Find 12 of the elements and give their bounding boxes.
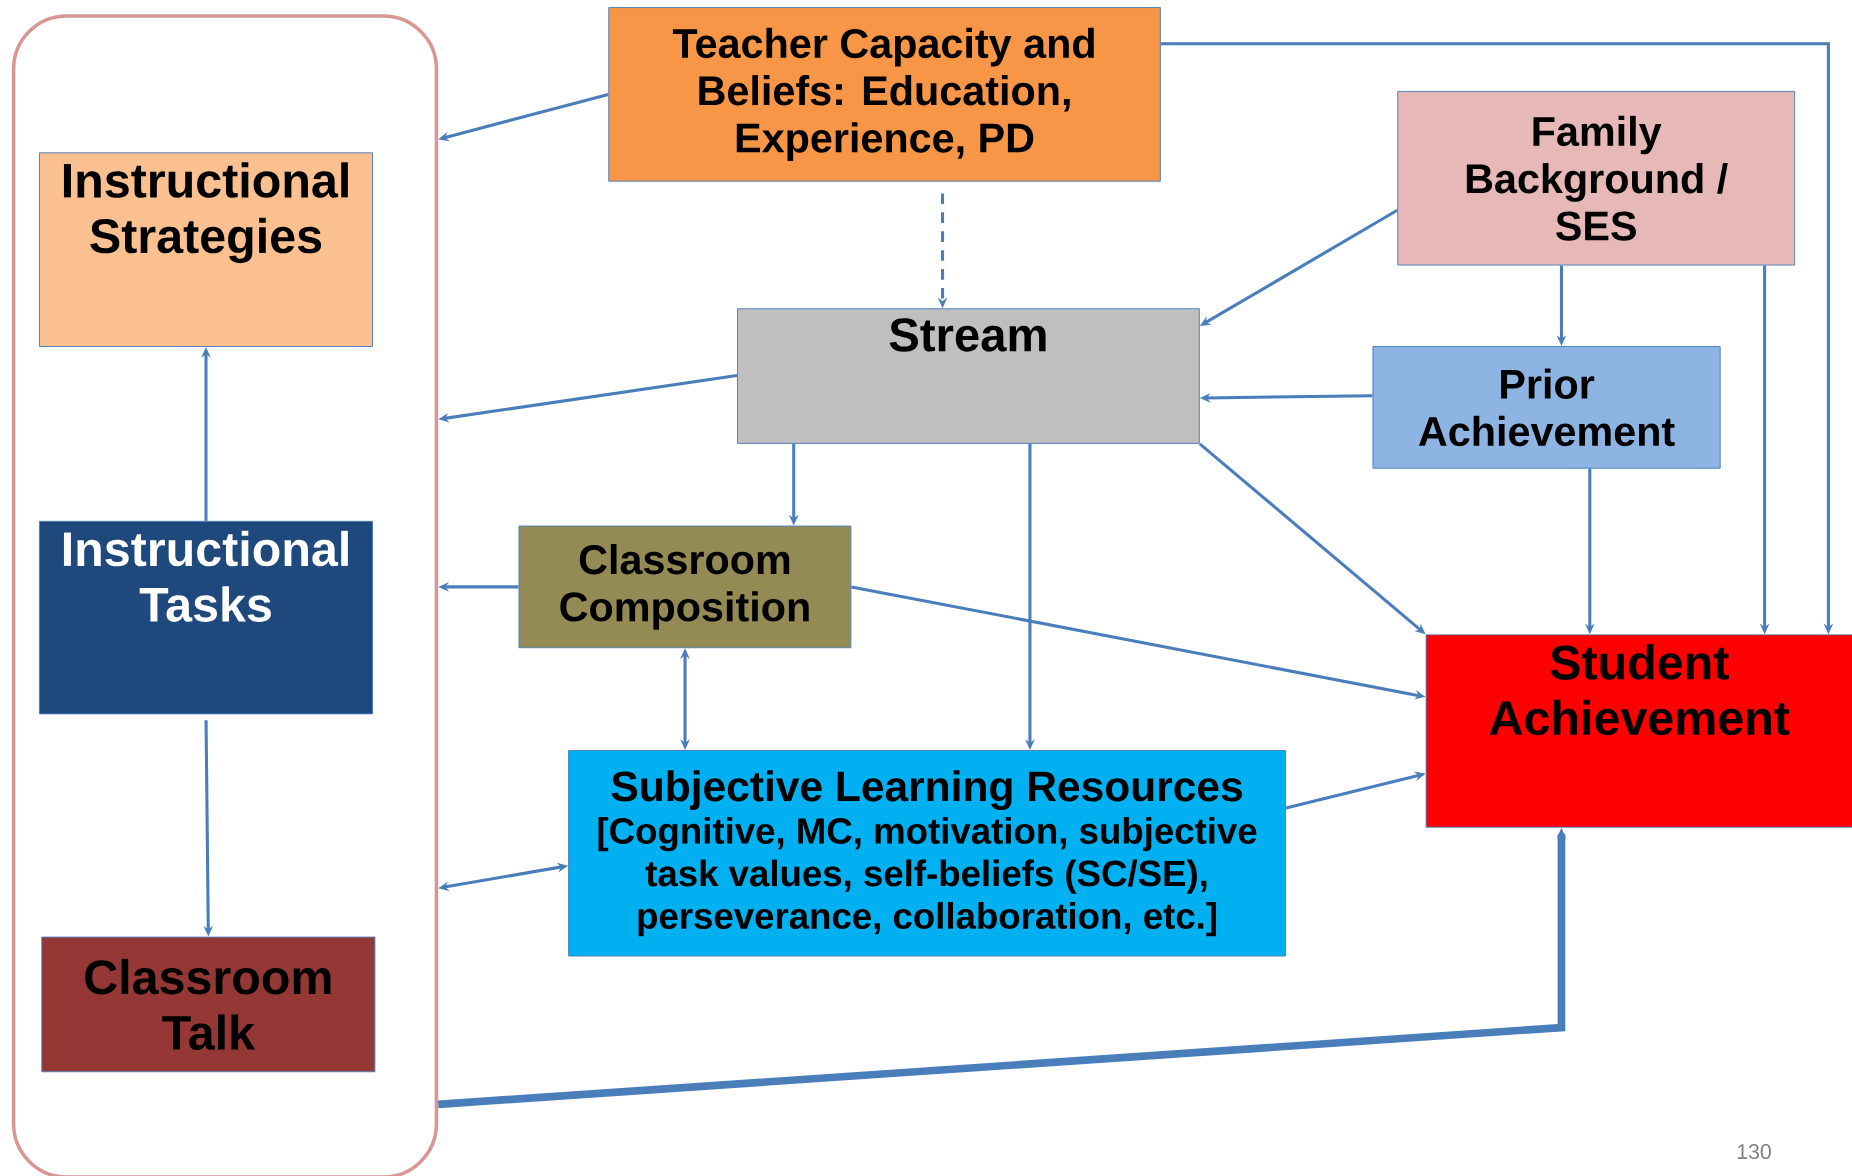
process-box: Instructional Tasks [39, 520, 373, 715]
process-box: Instructional Strategies [39, 152, 373, 347]
process-box: Classroom Talk [41, 936, 376, 1073]
process-box: Student Achievement [1425, 634, 1852, 828]
process-box: Teacher Capacity and Beliefs: Education, Experience, PD [608, 6, 1161, 182]
page-number: 130 [1737, 1143, 1771, 1159]
process-box: Family Background / SES [1397, 90, 1796, 266]
process-box: Subjective Learning Resources [Cognitive, MC, motivation, subjective task values, self-beliefs (SC/SE), perseverance, collaboration, etc.] [568, 749, 1286, 957]
process-box: Prior Achievement [1372, 345, 1721, 469]
process-box: Stream [737, 308, 1200, 444]
group-frame [11, 14, 439, 1176]
process-box: Classroom Composition [518, 525, 852, 648]
